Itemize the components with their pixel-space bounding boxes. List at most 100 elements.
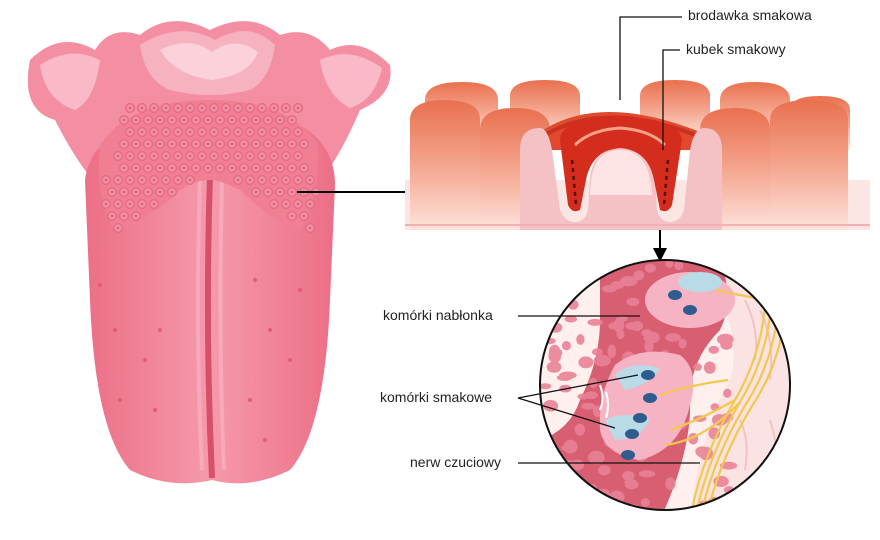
- papilla-dot-center: [152, 154, 156, 158]
- papilla-dot-center: [152, 130, 156, 134]
- papilla-dot-center: [272, 154, 276, 158]
- epithelium-cell: [593, 354, 611, 367]
- papilla-dot-center: [296, 130, 300, 134]
- papilla-dot-center: [278, 166, 282, 170]
- tongue-median-groove: [204, 174, 215, 479]
- epithelium-cell: [665, 260, 674, 268]
- epithelium-cell: [602, 285, 618, 293]
- papilla-dot-center: [242, 166, 246, 170]
- epithelium-cell: [693, 363, 702, 371]
- papilla-dot-center: [278, 190, 282, 194]
- papilla-dot-center: [128, 202, 132, 206]
- papilla-dot-center: [140, 202, 144, 206]
- papilla-dot-center: [242, 142, 246, 146]
- epithelium-cell: [719, 461, 738, 470]
- epithelium-cell: [542, 295, 558, 308]
- papilla-dot-center: [266, 166, 270, 170]
- papilla-dot-center: [170, 118, 174, 122]
- papilla-dot-center: [188, 154, 192, 158]
- epithelium-cell: [624, 478, 637, 486]
- papilla-dot-center: [284, 154, 288, 158]
- papilla-dot-center: [266, 118, 270, 122]
- papilla-dot-center: [224, 154, 228, 158]
- leader-taste-cells-2: [517, 397, 616, 429]
- papilla-dot-center: [218, 118, 222, 122]
- epithelium-cell: [638, 470, 656, 478]
- epithelium-cell: [588, 450, 605, 465]
- epithelium-cell: [563, 439, 578, 454]
- papilla-dot-center: [230, 118, 234, 122]
- epithelium-cell: [569, 267, 588, 282]
- papilla-dot-center: [230, 166, 234, 170]
- papilla-dot-center: [122, 166, 126, 170]
- papilla-dot-center: [128, 106, 132, 110]
- papilla-dot-center: [284, 178, 288, 182]
- epithelium-cell: [678, 338, 687, 349]
- papilla-dot-center: [236, 178, 240, 182]
- label-sensory-nerve: nerw czuciowy: [410, 454, 502, 470]
- papilla-dot-center: [200, 154, 204, 158]
- epithelium-cell: [608, 322, 619, 330]
- papilla-dot-center: [302, 214, 306, 218]
- papilla-dot-center: [248, 130, 252, 134]
- papilla-dot-center: [164, 130, 168, 134]
- papilla-dot-center: [272, 178, 276, 182]
- papilla-dot-center: [182, 166, 186, 170]
- papilla-dot-center: [176, 154, 180, 158]
- epithelium-cell: [626, 297, 640, 307]
- tongue-papillae-dots: [101, 103, 321, 233]
- epithelium-cell: [540, 507, 553, 510]
- papilla-dot-center: [116, 178, 120, 182]
- papilla-dot-center: [236, 106, 240, 110]
- epithelium-cell: [562, 260, 579, 272]
- papilla-dot-center: [140, 130, 144, 134]
- epithelium-cell: [723, 388, 732, 398]
- papilla-dot-center: [290, 190, 294, 194]
- papilla-dot-center: [296, 178, 300, 182]
- papilla-dot-center: [224, 130, 228, 134]
- papilla-dot-center: [110, 214, 114, 218]
- epithelium-cell: [597, 514, 605, 520]
- papilla-dot-center: [176, 130, 180, 134]
- papilla-dot-center: [242, 118, 246, 122]
- papilla-dot-center: [146, 190, 150, 194]
- epithelium-cell: [542, 320, 553, 329]
- leader-lines: [517, 16, 700, 464]
- papilla-dot-center: [248, 178, 252, 182]
- papilla-dot-center: [212, 130, 216, 134]
- epithelium-cell: [571, 509, 584, 510]
- papilla-dot-center: [254, 142, 258, 146]
- papilla-dot-center: [212, 154, 216, 158]
- epithelium-cell: [665, 477, 676, 491]
- epithelium-cell: [644, 263, 656, 273]
- label-taste-papilla: brodawka smakowa: [688, 7, 812, 23]
- epithelium-cell: [716, 333, 734, 346]
- epithelium-cell: [633, 270, 645, 281]
- papilla-dot-center: [194, 118, 198, 122]
- papilla-dot-center: [140, 106, 144, 110]
- epithelium-cell: [625, 322, 642, 331]
- epithelium-cell: [588, 377, 598, 388]
- papilla-dot-center: [254, 190, 258, 194]
- epithelium-cell: [540, 383, 552, 390]
- papilla-dot-center: [278, 142, 282, 146]
- taste-cell-cluster: [599, 272, 735, 460]
- epithelium-cell: [546, 361, 562, 373]
- papilla-dot-center: [308, 202, 312, 206]
- papilla-dot-center: [218, 166, 222, 170]
- papilla-dot-center: [236, 154, 240, 158]
- papilla-dot-center: [110, 190, 114, 194]
- papilla-dot-center: [224, 106, 228, 110]
- papilla-dot-center: [170, 166, 174, 170]
- epithelium-cell: [584, 391, 598, 399]
- epithelium-cell: [572, 268, 582, 275]
- papilla-dot-center: [284, 130, 288, 134]
- leader-papilla: [619, 16, 682, 100]
- papilla-dot-center: [302, 166, 306, 170]
- papilla-dot-center: [158, 190, 162, 194]
- papilla-dot-center: [296, 202, 300, 206]
- papilla-dot-center: [122, 118, 126, 122]
- epithelium-cell: [555, 483, 565, 490]
- papilla-dot-center: [170, 142, 174, 146]
